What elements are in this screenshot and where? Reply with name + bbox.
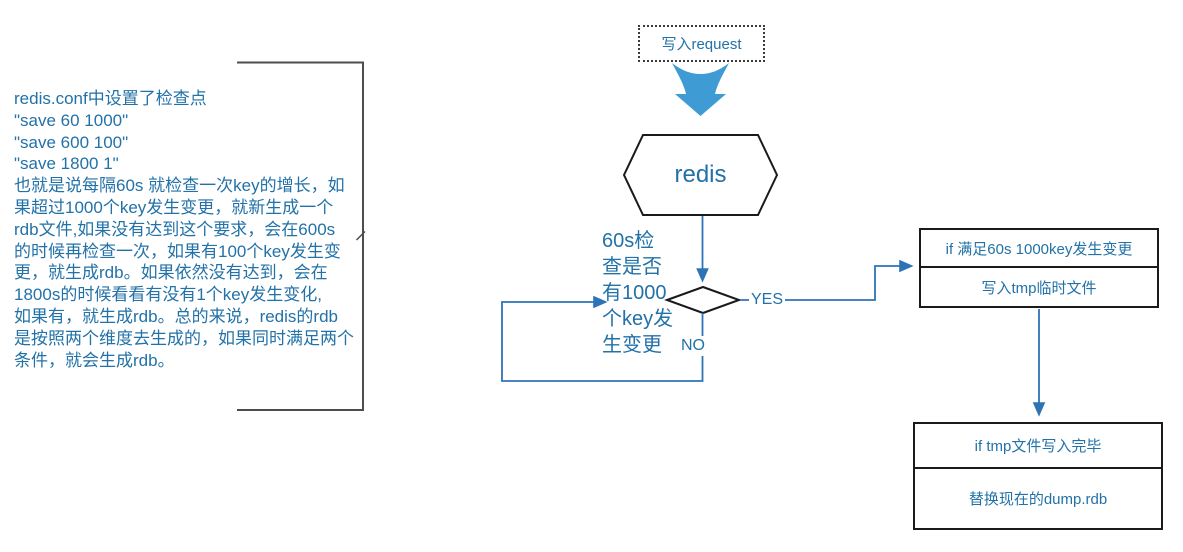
tmp-write-node: if 满足60s 1000key发生变更 写入tmp临时文件 (919, 228, 1159, 308)
replace-dump-action-row: 替换现在的dump.rdb (968, 491, 1108, 508)
write-request-label: 写入request (661, 36, 742, 53)
note-bracket (237, 61, 364, 411)
thick-down-arrow-icon (672, 63, 729, 116)
replace-dump-condition-row: if tmp文件写入完毕 (915, 424, 1161, 469)
decision-condition-label: 60s检 查是否 有1000 个key发 生变更 (602, 230, 674, 356)
note-text: redis.conf中设置了检查点 "save 60 1000" "save 6… (14, 89, 354, 370)
redis-hexagon-shape (622, 134, 779, 216)
redis-node-label: redis (674, 161, 727, 188)
no-edge-label: NO (679, 336, 707, 356)
decision-diamond-shape (664, 285, 742, 315)
write-request-node: 写入request (638, 25, 765, 62)
note-bracket-pointer (355, 230, 366, 241)
connector-no-loop (501, 295, 704, 382)
replace-dump-node: if tmp文件写入完毕 替换现在的dump.rdb (913, 422, 1163, 530)
tmp-write-condition-row: if 满足60s 1000key发生变更 (921, 230, 1157, 268)
connector-yes (740, 259, 914, 301)
yes-edge-label: YES (749, 290, 786, 309)
tmp-write-action-row: 写入tmp临时文件 (981, 279, 1097, 297)
